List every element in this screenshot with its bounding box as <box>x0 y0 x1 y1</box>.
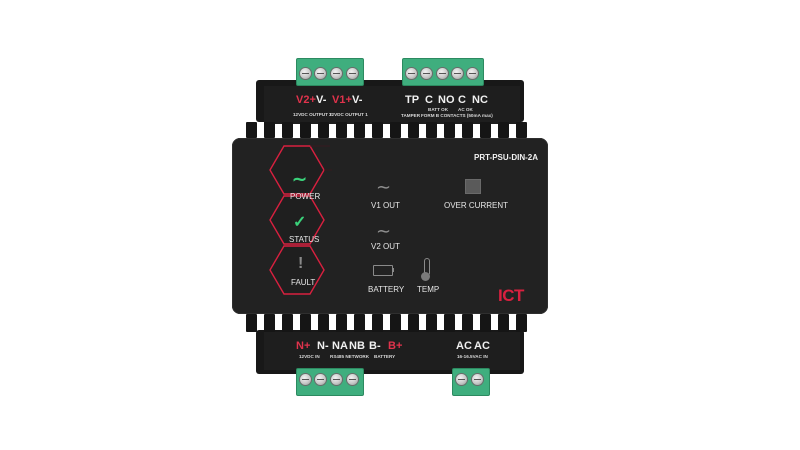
bottom-label-plate <box>264 332 520 370</box>
screw-terminal[interactable] <box>437 68 448 79</box>
terminal-label: V1+ <box>332 94 352 106</box>
model-number: PRT-PSU-DIN-2A <box>474 153 539 162</box>
caption-battery: BATTERY <box>374 354 396 359</box>
vent-fin <box>426 122 437 138</box>
terminal-label: V- <box>352 94 363 106</box>
terminal-label: N+ <box>296 340 311 352</box>
vent-fin <box>336 314 347 332</box>
vent-fin <box>282 314 293 332</box>
vent-fin <box>390 314 401 332</box>
vent-fin <box>246 122 257 138</box>
vent-fin <box>318 122 329 138</box>
vent-fin <box>480 314 491 332</box>
screw-terminal[interactable] <box>467 68 478 79</box>
vent-fin <box>372 122 383 138</box>
caption-tamper: TAMPER <box>401 113 421 118</box>
caption-form-b: FORM B CONTACTS (50mA max) <box>421 113 493 118</box>
vent-fin <box>408 122 419 138</box>
screw-terminal[interactable] <box>347 374 358 385</box>
status-label: STATUS <box>289 235 320 244</box>
fault-label: FAULT <box>291 278 316 287</box>
fault-exclamation-icon: ! <box>298 255 304 272</box>
vent-fin <box>516 314 527 332</box>
screw-terminal[interactable] <box>331 68 342 79</box>
v2-out-label: V2 OUT <box>371 242 400 251</box>
top-label-plate <box>264 86 520 124</box>
caption-12vdc-in: 12VDC IN <box>299 354 320 359</box>
battery-icon-tip <box>392 268 394 272</box>
v2-wave-icon: ∼ <box>376 221 392 241</box>
vent-fin <box>372 314 383 332</box>
vent-fin <box>390 122 401 138</box>
v1-wave-icon: ∼ <box>376 177 392 197</box>
caption-output2: 12VDC OUTPUT 2 <box>293 112 332 117</box>
vent-fin <box>300 314 311 332</box>
vent-fin <box>282 122 293 138</box>
vent-fin <box>318 314 329 332</box>
screw-terminal[interactable] <box>300 68 311 79</box>
power-label: POWER <box>290 192 321 201</box>
vent-fin <box>426 314 437 332</box>
terminal-label: AC <box>456 340 472 352</box>
vent-fin <box>300 122 311 138</box>
vent-fin <box>354 122 365 138</box>
terminal-label: NB <box>349 340 365 352</box>
vent-fin <box>264 314 275 332</box>
caption-batt-ok: BATT OK <box>428 107 449 112</box>
screw-terminal[interactable] <box>331 374 342 385</box>
vent-fin <box>444 314 455 332</box>
vent-fin <box>444 122 455 138</box>
status-check-icon: ✓ <box>293 214 307 231</box>
power-wave-icon: ∼ <box>292 169 308 189</box>
screw-terminal[interactable] <box>315 374 326 385</box>
terminal-label: B- <box>369 340 381 352</box>
terminal-label: NC <box>472 94 488 106</box>
vent-fin <box>354 314 365 332</box>
screw-terminal[interactable] <box>456 374 467 385</box>
vent-fin <box>498 122 509 138</box>
screw-terminal[interactable] <box>452 68 463 79</box>
terminal-label: NA <box>332 340 348 352</box>
screw-terminal[interactable] <box>406 68 417 79</box>
vent-fin <box>408 314 419 332</box>
temp-label: TEMP <box>417 285 440 294</box>
terminal-label: N- <box>317 340 329 352</box>
battery-icon <box>373 265 393 276</box>
battery-label: BATTERY <box>368 285 405 294</box>
v1-out-label: V1 OUT <box>371 201 400 210</box>
vent-fin <box>516 122 527 138</box>
caption-ac-ok: AC OK <box>458 107 473 112</box>
brand-logo: ICT <box>498 286 524 305</box>
vent-fin <box>264 122 275 138</box>
vent-fin <box>462 314 473 332</box>
caption-rs485: RS485 NETWORK <box>330 354 370 359</box>
hex-indicator-column <box>269 145 332 295</box>
terminal-label: B+ <box>388 340 403 352</box>
screw-terminal[interactable] <box>315 68 326 79</box>
terminal-label: C <box>458 94 466 106</box>
terminal-label: TP <box>405 94 420 106</box>
thermometer-bulb-icon <box>421 272 430 281</box>
screw-terminal[interactable] <box>300 374 311 385</box>
terminal-label: V- <box>316 94 327 106</box>
over-current-led-icon <box>465 179 481 194</box>
screw-terminal[interactable] <box>472 374 483 385</box>
vent-fin <box>246 314 257 332</box>
vent-fin <box>462 122 473 138</box>
terminal-label: V2+ <box>296 94 316 106</box>
caption-output1: 12VDC OUTPUT 1 <box>329 112 368 117</box>
terminal-label: NO <box>438 94 455 106</box>
caption-ac-in: 16-16.5VAC IN <box>457 354 488 359</box>
screw-terminal[interactable] <box>347 68 358 79</box>
terminal-label: C <box>425 94 433 106</box>
screw-terminal[interactable] <box>421 68 432 79</box>
terminal-label: AC <box>474 340 490 352</box>
vent-fin <box>480 122 491 138</box>
vent-fin <box>336 122 347 138</box>
vent-fin <box>498 314 509 332</box>
over-current-label: OVER CURRENT <box>444 201 509 210</box>
